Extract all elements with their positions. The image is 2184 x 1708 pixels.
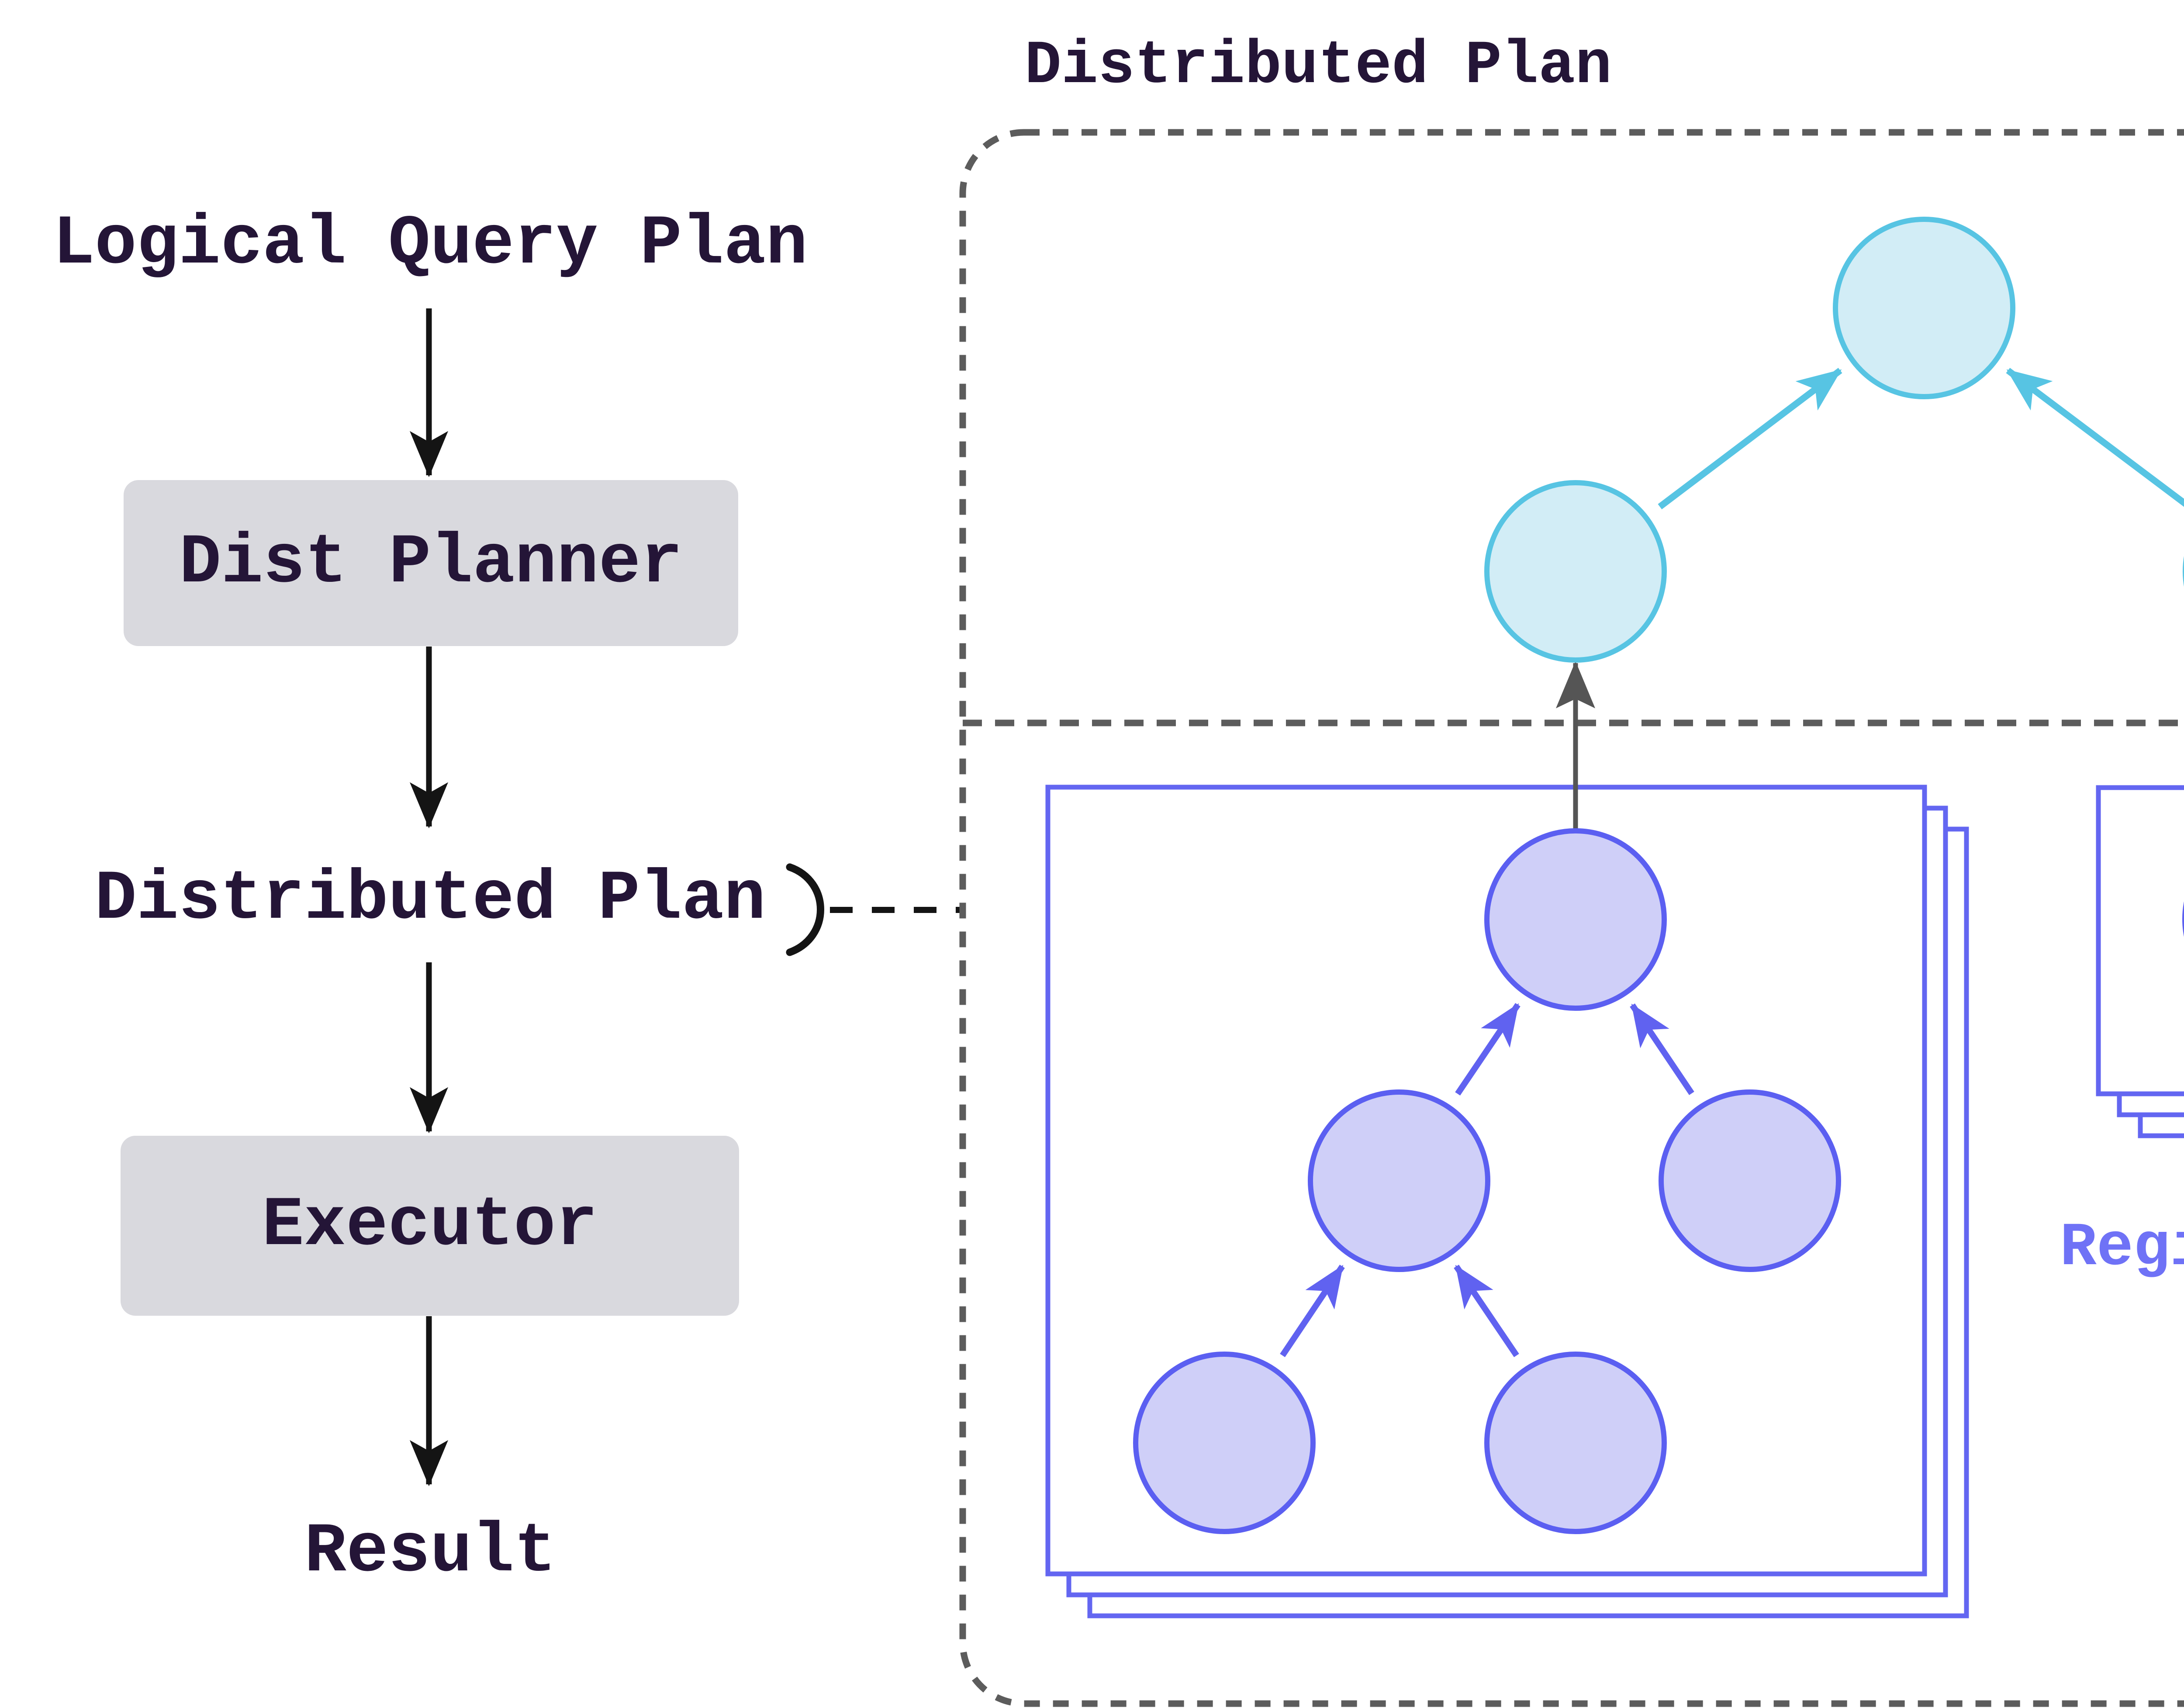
arrow-leafleft-to-midleft <box>1280 1265 1345 1357</box>
datanode-midleft-node <box>1308 1089 1490 1272</box>
result-label: Result <box>304 1513 556 1592</box>
regions-label: Regions <box>2060 1214 2184 1283</box>
datanode-leafmid-node <box>1484 1352 1667 1534</box>
datanode-leafleft-node <box>1133 1352 1316 1534</box>
arrow-leafmid-to-midleft <box>1454 1265 1519 1357</box>
logical-query-plan-label: Logical Query Plan <box>52 205 808 284</box>
arrow-midleft-to-root <box>1455 1003 1521 1096</box>
executor-box: Executor <box>121 1136 739 1316</box>
region-sheet-front <box>2096 785 2184 1096</box>
dist-planner-box: Dist Planner <box>124 480 738 646</box>
arrow-frontend-right-to-root <box>2006 368 2184 507</box>
distributed-plan-label: Distributed Plan <box>94 860 766 939</box>
arrow-frontend-left-to-root <box>1658 368 1842 509</box>
frontend-left-node <box>1484 480 1667 663</box>
executor-label: Executor <box>262 1186 598 1265</box>
frontend-root-node <box>1833 217 2015 399</box>
brace-connector <box>786 863 824 956</box>
datanode-midright-node <box>1659 1089 1841 1272</box>
arrow-midright-to-root <box>1630 1003 1694 1095</box>
datanode-root-node <box>1484 828 1667 1011</box>
distributed-plan-boundary <box>959 129 2184 1707</box>
right-region-stack <box>2096 785 2184 1138</box>
distributed-plan-title: Distributed Plan <box>1024 31 1612 101</box>
dist-planner-label: Dist Planner <box>179 523 683 603</box>
